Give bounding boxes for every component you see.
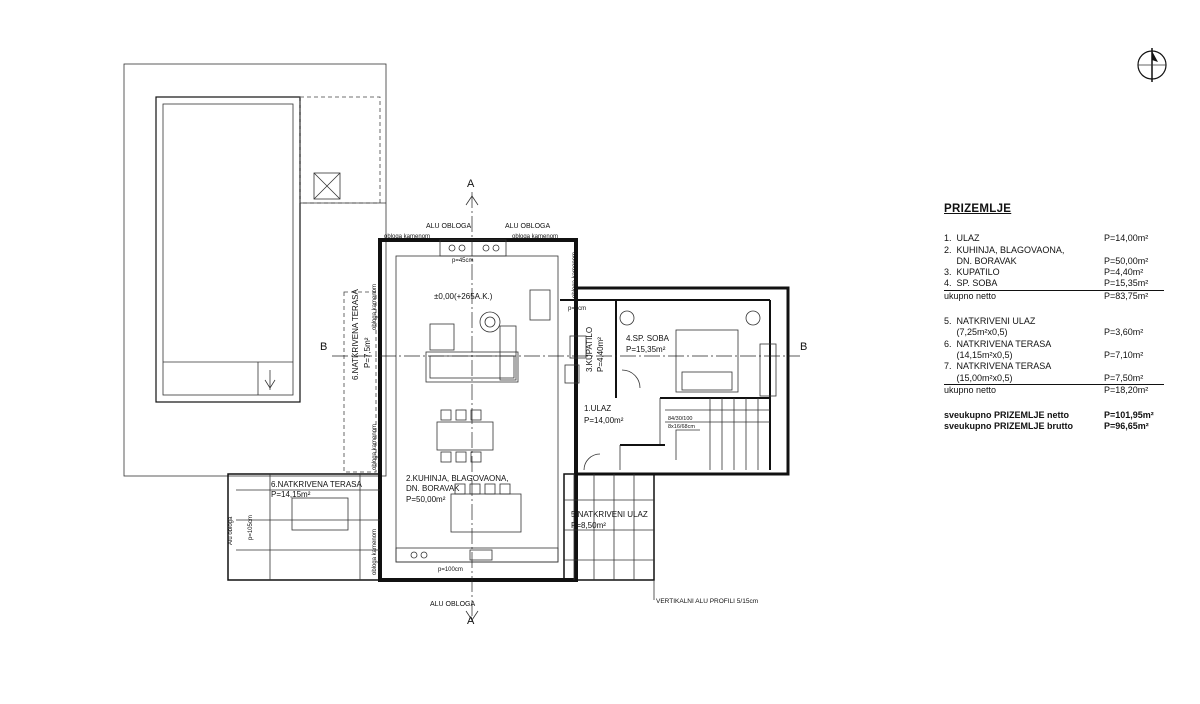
- legend-row-label: 5. NATKRIVENI ULAZ: [944, 316, 1036, 327]
- legend-row-value: P=7,50m²: [1104, 372, 1144, 383]
- room-2-name-1: 2.KUHINJA, BLAGOVAONA,: [406, 474, 509, 483]
- room-2-name-2: DN. BORAVAK: [406, 484, 460, 493]
- note-window-b: 8x16/68cm: [668, 424, 695, 430]
- legend-rows-covered: 5. NATKRIVENI ULAZ (7,25m²x0,5) P=3,60m² 6…: [944, 316, 1164, 396]
- room-6-name: 6.NATKRIVENA TERASA: [351, 288, 360, 380]
- legend-row-value: P=4,40m²: [1104, 267, 1144, 278]
- legend-row-value: P=83,75m²: [1104, 290, 1149, 301]
- legend-row: (14,15m²x0,5) P=7,10m²: [944, 350, 1164, 361]
- pool-deck: [123, 63, 387, 477]
- legend-row-value: P=7,10m²: [1104, 349, 1144, 360]
- note-window-105: p=105cm: [248, 515, 254, 540]
- legend-row-label: 6. NATKRIVENA TERASA: [944, 338, 1052, 349]
- legend-row: 5. NATKRIVENI ULAZ: [944, 316, 1164, 327]
- legend-title: PRIZEMLJE: [944, 203, 1012, 215]
- legend-row-value: P=96,65m²: [1104, 421, 1149, 432]
- room-4-name: 4.SP. SOBA: [626, 334, 670, 343]
- terrace-6-outline: [343, 291, 377, 473]
- note-alu-top-right: ALU OBLOGA: [505, 223, 550, 230]
- plan-labels: A A B B ALU OBLOGA ALU OBLOGA obloga kam…: [228, 178, 807, 627]
- section-a-top: A: [467, 178, 475, 190]
- legend-row: ukupno netto P=18,20m²: [944, 385, 1164, 396]
- legend-row: 3. KUPATILO P=4,40m²: [944, 267, 1164, 278]
- legend-row: 6. NATKRIVENA TERASA: [944, 339, 1164, 350]
- note-window-a: 84/30/100: [668, 416, 692, 422]
- note-window-0: p=0cm: [568, 306, 586, 312]
- legend-row-label: 2. KUHINJA, BLAGOVAONA,: [944, 244, 1065, 255]
- room-6b-area: P=14,15m²: [271, 490, 311, 499]
- legend-row-label: sveukupno PRIZEMLJE netto: [944, 410, 1070, 421]
- legend-row-label: (15,00m²x0,5): [944, 372, 1013, 383]
- note-stone-vertical-right: obloga kamenom: [572, 252, 578, 298]
- room-6-area: P=7,5m²: [363, 337, 372, 368]
- note-profiles: VERTIKALNI ALU PROFILI 5/15cm: [656, 598, 758, 605]
- elevation-label: ±0,00(+265A.K.): [434, 292, 493, 301]
- note-window-45: p=45cm: [452, 258, 474, 264]
- legend-row-value: P=14,00m²: [1104, 233, 1149, 244]
- legend-row-value: P=101,95m²: [1104, 410, 1154, 421]
- room-1-area: P=14,00m²: [584, 416, 624, 425]
- legend-row-label: 3. KUPATILO: [944, 267, 1000, 278]
- legend-row: 1. ULAZ P=14,00m²: [944, 233, 1164, 244]
- note-window-100: p=100cm: [438, 567, 463, 573]
- legend-row-label: 4. SP. SOBA: [944, 278, 998, 289]
- section-a-bottom: A: [467, 615, 475, 627]
- legend-gap: [944, 302, 1164, 316]
- terrace-grid-right: [563, 473, 655, 600]
- legend-row-value: P=15,35m²: [1104, 278, 1149, 289]
- legend-row: sveukupno PRIZEMLJE brutto P=96,65m²: [944, 421, 1164, 432]
- terrace-grid-left: [227, 473, 381, 581]
- room-4-area: P=15,35m²: [626, 345, 666, 354]
- north-arrow-icon: [1137, 48, 1167, 82]
- legend-row-value: P=50,00m²: [1104, 255, 1149, 266]
- legend-row-label: ukupno netto: [944, 290, 997, 301]
- note-alu-top-left: ALU OBLOGA: [426, 223, 471, 230]
- legend-row-label: sveukupno PRIZEMLJE brutto: [944, 421, 1074, 432]
- room-3-area: P=4,40m²: [596, 337, 605, 372]
- legend-row: sveukupno PRIZEMLJE netto P=101,95m²: [944, 410, 1164, 421]
- room-1-name: 1.ULAZ: [584, 404, 611, 413]
- legend-row-value: [1104, 361, 1164, 372]
- legend-row: (15,00m²x0,5) P=7,50m²: [944, 373, 1164, 385]
- room-5-area: P=8,50m²: [571, 521, 606, 530]
- note-stone-vertical-1: obloga kamenom: [372, 284, 378, 330]
- legend-row: (7,25m²x0,5) P=3,60m²: [944, 327, 1164, 338]
- room-6b-name: 6.NATKRIVENA TERASA: [271, 480, 363, 489]
- legend-row-label: (7,25m²x0,5): [944, 327, 1008, 338]
- note-alu-side: Alu obloga: [228, 516, 234, 545]
- legend-row-value: [1104, 245, 1164, 256]
- legend-row-label: ukupno netto: [944, 384, 997, 395]
- legend-row-label: 7. NATKRIVENA TERASA: [944, 361, 1052, 372]
- legend-row: 2. KUHINJA, BLAGOVAONA,: [944, 245, 1164, 256]
- note-stone-vertical-3: obloga kamenom: [372, 529, 378, 575]
- room-3-name: 3.KUPATILO: [585, 327, 594, 372]
- legend-row-label: (14,15m²x0,5): [944, 349, 1013, 360]
- legend-row: DN. BORAVAK P=50,00m²: [944, 256, 1164, 267]
- note-alu-bottom: ALU OBLOGA: [430, 601, 475, 608]
- legend-row-value: P=3,60m²: [1104, 327, 1144, 338]
- legend-row: 7. NATKRIVENA TERASA: [944, 361, 1164, 372]
- legend-row-value: [1104, 339, 1164, 350]
- room-5-name: 5.NATKRIVENI ULAZ: [571, 510, 648, 519]
- note-stone-vertical-2: obloga kamenom: [372, 424, 378, 470]
- legend-row-label: 1. ULAZ: [944, 233, 980, 244]
- legend-row: 4. SP. SOBA P=15,35m²: [944, 278, 1164, 291]
- note-stone-right: obloga kamenom: [512, 234, 558, 240]
- legend-row-value: [1104, 316, 1164, 327]
- legend-gap: [944, 396, 1164, 410]
- section-b-left: B: [320, 341, 327, 353]
- room-2-area: P=50,00m²: [406, 495, 446, 504]
- legend-row-label: DN. BORAVAK: [944, 255, 1017, 266]
- section-lines: [332, 192, 800, 624]
- section-b-right: B: [800, 341, 807, 353]
- area-legend: PRIZEMLJE 1. ULAZ P=14,00m² 2. KUHINJA, BL…: [944, 203, 1164, 433]
- legend-row-value: P=18,20m²: [1104, 384, 1149, 395]
- legend-row: ukupno netto P=83,75m²: [944, 291, 1164, 302]
- note-stone-left: obloga kamenom: [384, 234, 430, 240]
